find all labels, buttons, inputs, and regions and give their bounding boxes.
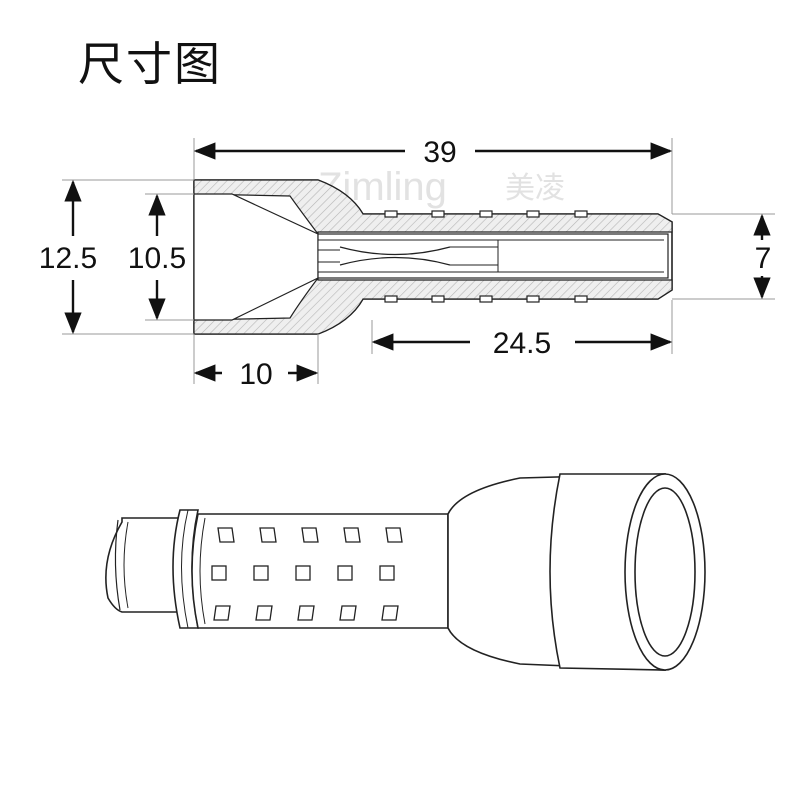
upper-wall <box>193 179 673 236</box>
dim-inner-diameter: 10.5 <box>128 242 186 275</box>
dim-tube-diameter: 7 <box>755 242 772 275</box>
watermark-cjk: 美凌 <box>505 171 565 206</box>
dim-overall-length: 39 <box>423 136 456 169</box>
dim-cup-depth: 10 <box>239 358 272 391</box>
dim-outer-diameter: 12.5 <box>39 242 97 275</box>
lower-wall <box>193 276 673 335</box>
cross-section <box>193 179 673 335</box>
perspective-view <box>105 473 706 671</box>
inner-insert <box>317 239 499 273</box>
tip-cap <box>105 517 181 613</box>
dimension-lines <box>62 138 775 384</box>
dim-tube-length: 24.5 <box>493 327 551 360</box>
barrel-slots <box>211 527 403 621</box>
barrel <box>191 513 449 629</box>
page-title: 尺寸图 <box>78 37 222 91</box>
